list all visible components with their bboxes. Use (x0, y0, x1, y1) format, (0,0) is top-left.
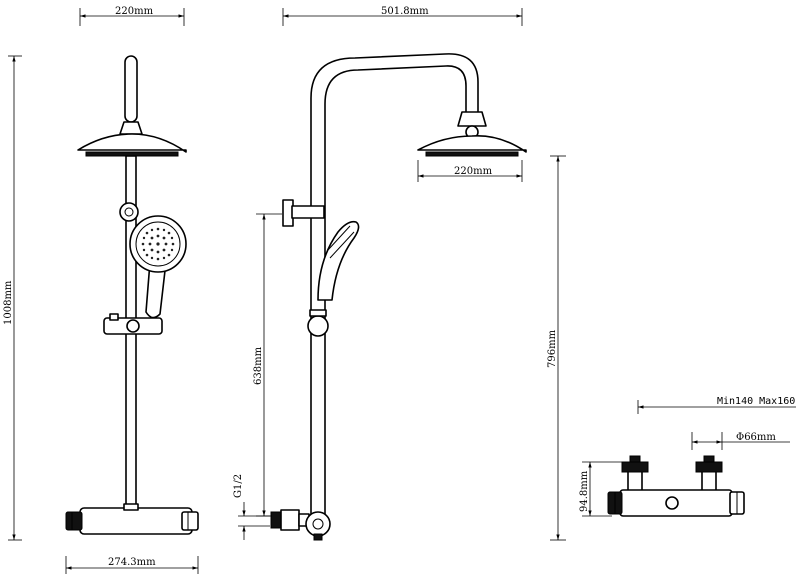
detail-left-connector (621, 461, 649, 473)
dim-total-height: 1008mm (3, 55, 22, 541)
overhead-shower-head (77, 133, 187, 153)
side-mixer (270, 509, 331, 541)
dim-mixer-height: 94.8mm (579, 461, 622, 517)
label-front-head-width: 220mm (115, 6, 154, 17)
dim-arm-length: 501.8mm (282, 6, 523, 26)
label-total-height: 1008mm (3, 280, 14, 325)
shower-arm-inner (324, 65, 467, 520)
side-head-connector (457, 111, 487, 127)
side-view: 501.8mm 220mm (233, 6, 566, 541)
head-connector (119, 121, 143, 135)
dim-centres: Min140 Max160 (637, 396, 796, 414)
thermostatic-mixer-front (65, 503, 199, 535)
front-view: 220mm 1008mm (3, 6, 199, 574)
hand-shower-nozzles (141, 227, 175, 261)
dim-rail-height: 638mm (253, 213, 282, 517)
detail-centre-button (665, 496, 679, 510)
label-rail-height: 638mm (253, 346, 264, 385)
dim-front-head-width: 220mm (79, 6, 185, 26)
side-slider-knob (307, 315, 329, 337)
dim-side-head-width: 220mm (417, 160, 523, 182)
mixer-detail-view: Min140 Max160 Φ66mm 94.8mm (579, 396, 796, 517)
mixer-left-handle (65, 511, 83, 531)
dim-inlet-thread: G1/2 (233, 474, 270, 540)
label-centres: Min140 Max160 (717, 396, 795, 407)
detail-right-connector (695, 461, 723, 473)
side-overhead-head (417, 135, 527, 153)
label-diameter: Φ66mm (736, 432, 776, 443)
dim-side-height: 796mm (547, 155, 566, 541)
side-mixer-knob (305, 511, 331, 537)
label-inlet-thread: G1/2 (233, 474, 244, 498)
label-side-head-width: 220mm (454, 166, 493, 177)
side-hand-shower (317, 220, 360, 301)
shower-arm-outer (310, 53, 479, 520)
label-arm-length: 501.8mm (381, 6, 429, 17)
dim-diameter: Φ66mm (691, 432, 790, 450)
mixer-right-handle (181, 511, 199, 531)
holder-ring (119, 202, 139, 222)
hand-shower (129, 215, 187, 319)
label-mixer-height: 94.8mm (579, 470, 590, 512)
label-mixer-width: 274.3mm (108, 557, 156, 568)
label-side-height: 796mm (547, 329, 558, 368)
mixer-body (79, 507, 193, 535)
riser-top (124, 55, 138, 123)
dim-mixer-width: 274.3mm (65, 556, 199, 574)
